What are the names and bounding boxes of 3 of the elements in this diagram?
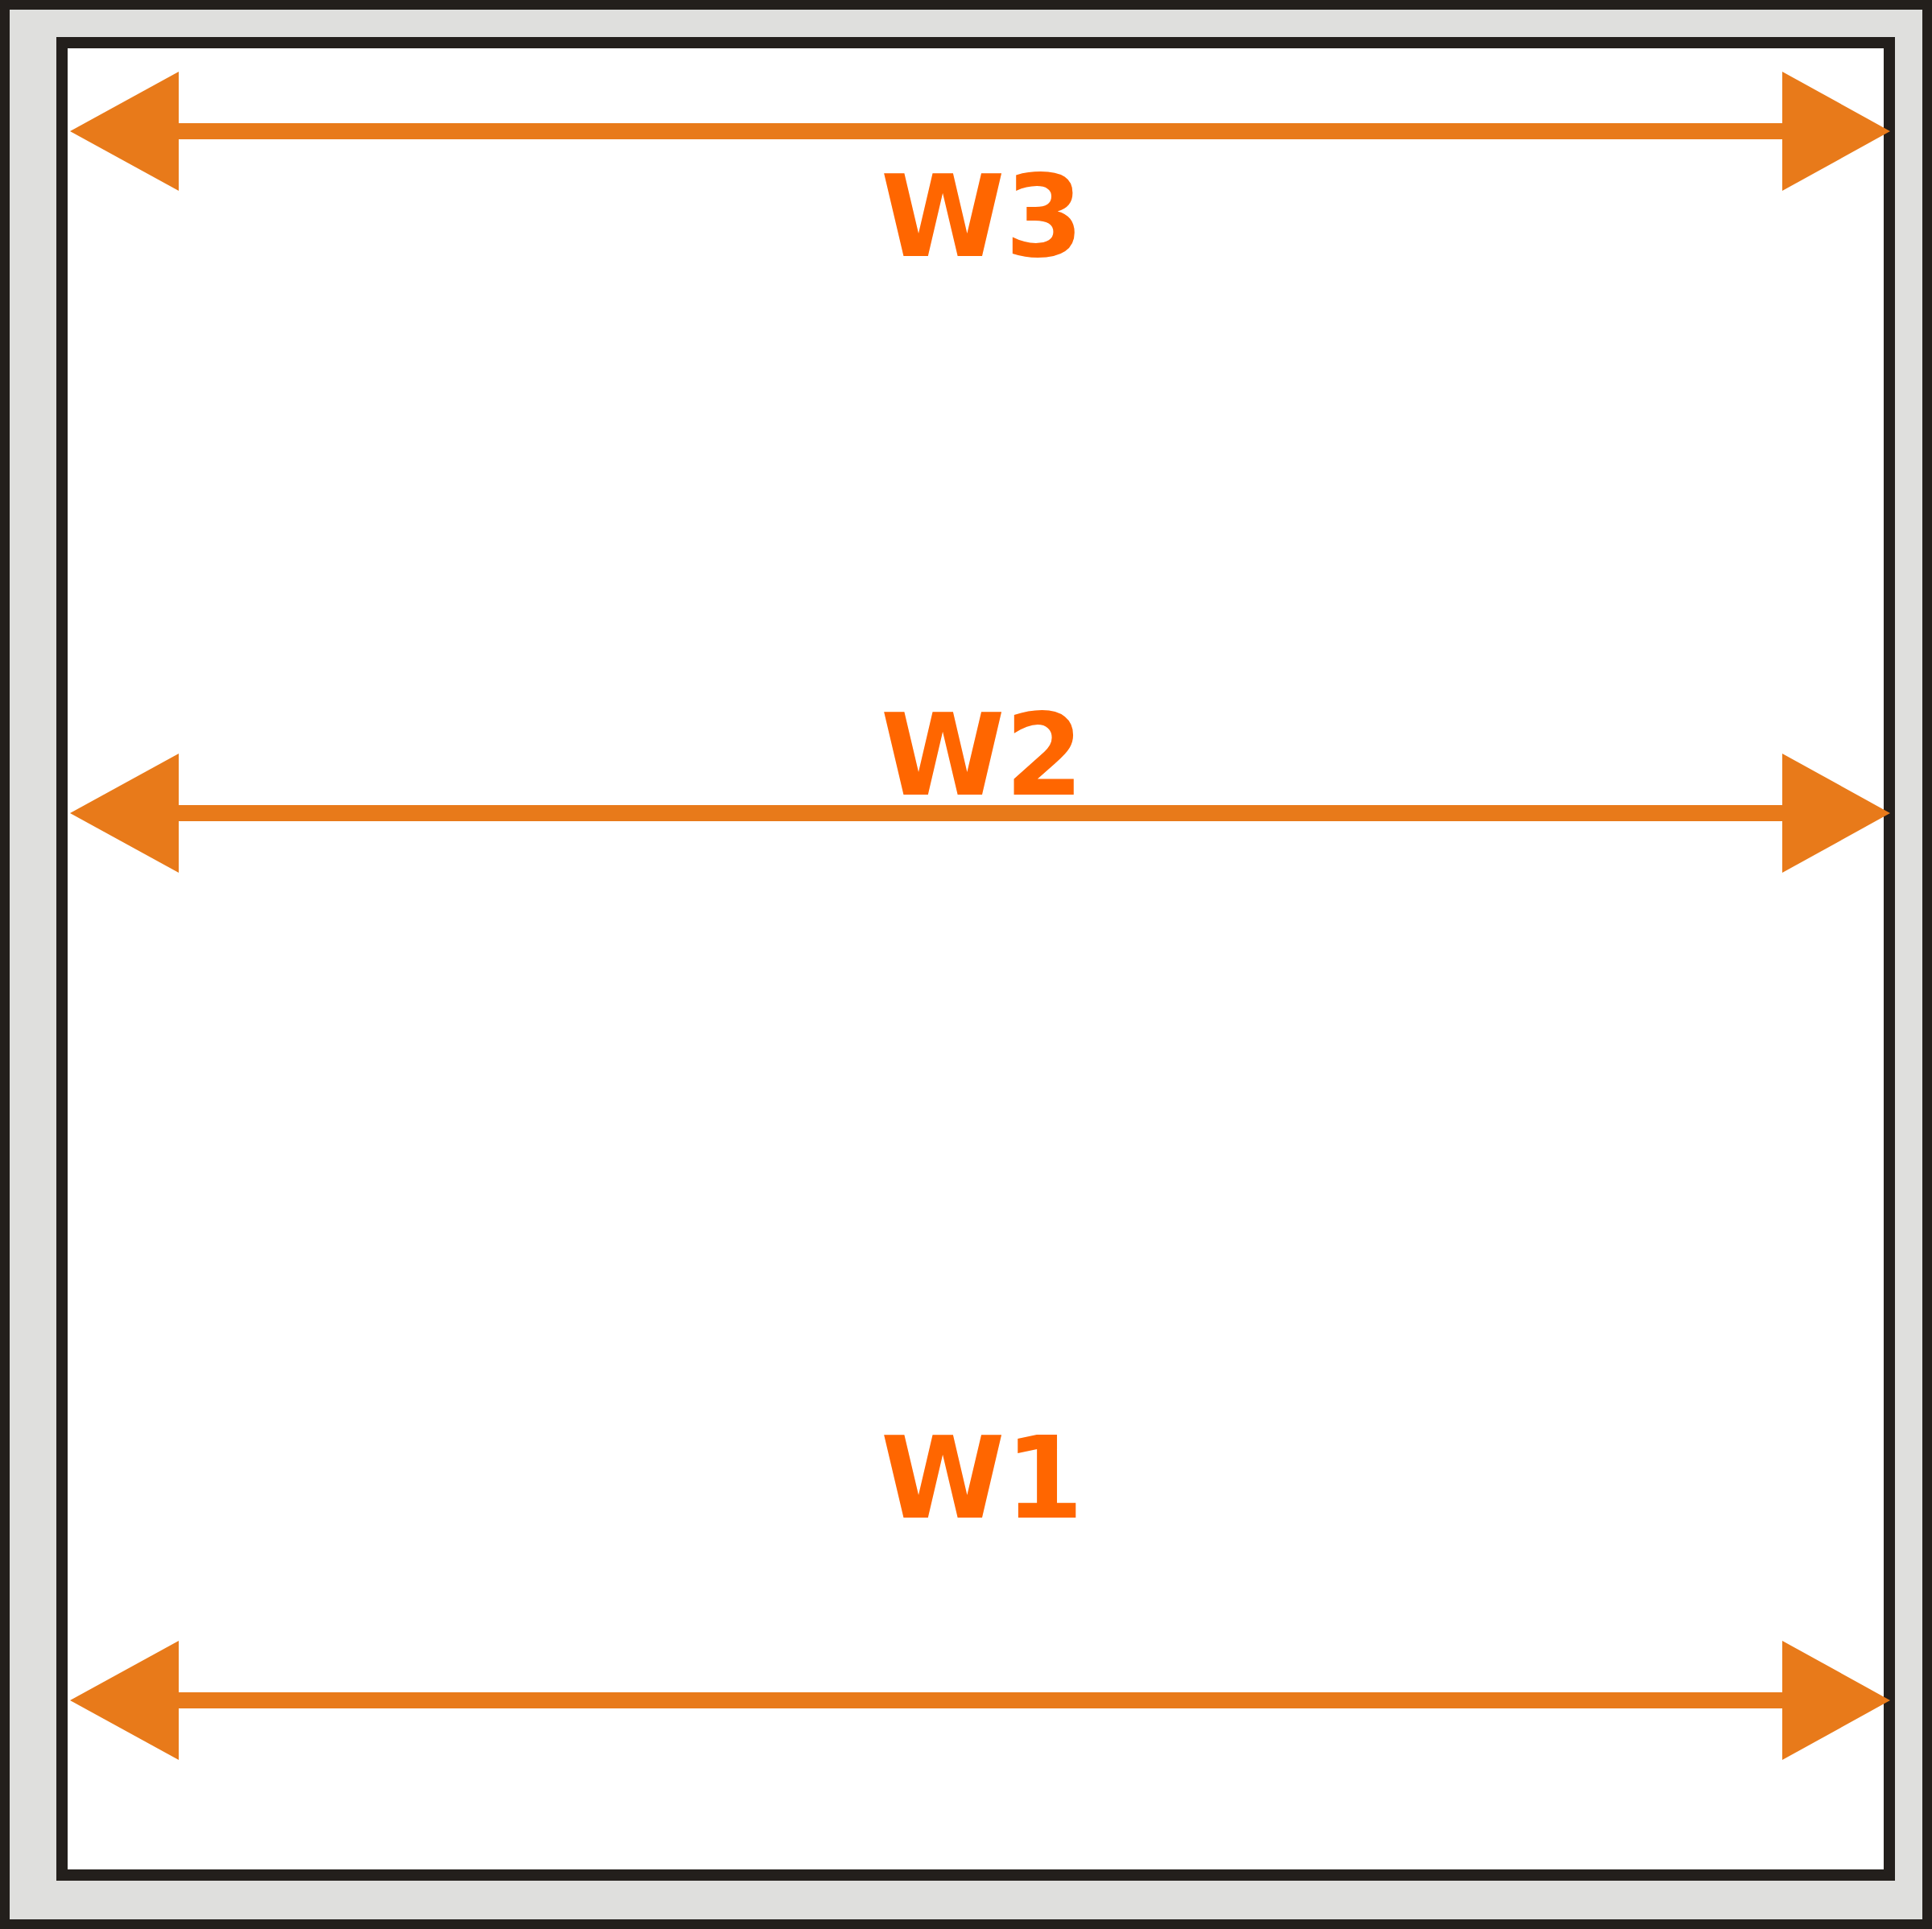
dimension-label: W2 — [881, 700, 1084, 812]
dimension-label: W1 — [881, 1423, 1084, 1535]
dimension-label: W3 — [881, 161, 1084, 274]
